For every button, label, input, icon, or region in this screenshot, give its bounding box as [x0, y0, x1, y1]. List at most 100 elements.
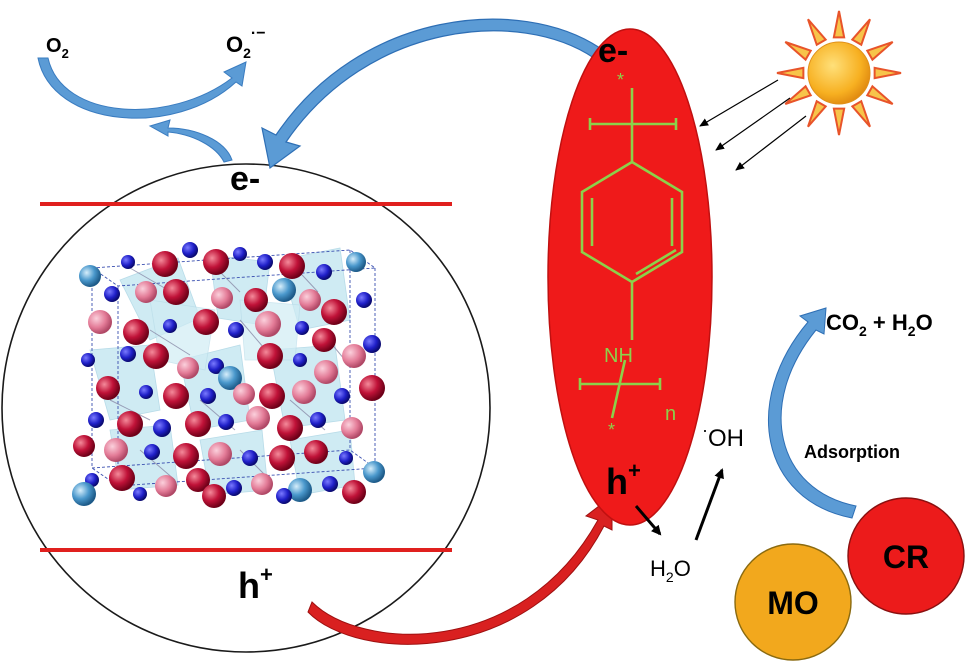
crystal-atom: [259, 383, 285, 409]
hole-label-sphere: h+: [238, 562, 273, 606]
crystal-atom: [312, 328, 336, 352]
sun-ray: [873, 66, 902, 80]
electron-transfer-arrow-small: [148, 119, 233, 163]
electron-label-sphere: e-: [230, 160, 260, 198]
nh-label: NH: [604, 345, 633, 367]
sun-ray: [865, 41, 894, 62]
star-top: *: [617, 70, 624, 90]
crystal-atom: [88, 310, 112, 334]
sun-ray: [832, 10, 846, 39]
crystal-atom: [202, 484, 226, 508]
polymer-ellipse: [547, 28, 713, 526]
crystal-atom: [346, 252, 366, 272]
crystal-atom: [155, 475, 177, 497]
crystal-atom: [120, 346, 136, 362]
crystal-structure: [72, 242, 385, 508]
crystal-atom: [203, 249, 229, 275]
crystal-atom: [233, 247, 247, 261]
cr-dye-circle: [847, 497, 965, 615]
crystal-atom: [228, 322, 244, 338]
sun-ray: [776, 66, 805, 80]
crystal-atom: [363, 335, 381, 353]
crystal-atom: [163, 319, 177, 333]
n-subscript: n: [665, 403, 676, 425]
crystal-atom: [295, 321, 309, 335]
crystal-atom: [104, 438, 128, 462]
crystal-atom: [88, 412, 104, 428]
crystal-atom: [341, 417, 363, 439]
sun-ray: [784, 84, 813, 105]
hole-transfer-arrow: [307, 494, 613, 645]
crystal-atom: [133, 487, 147, 501]
crystal-atom: [117, 411, 143, 437]
crystal-atom: [272, 278, 296, 302]
crystal-atom: [342, 344, 366, 368]
crystal-atom: [182, 242, 198, 258]
sun-ray: [807, 99, 828, 128]
crystal-atom: [293, 353, 307, 367]
crystal-atom: [334, 388, 350, 404]
crystal-atom: [208, 442, 232, 466]
crystal-atom: [242, 450, 258, 466]
crystal-atom: [163, 383, 189, 409]
sun-ray: [865, 84, 894, 105]
crystal-atom: [255, 311, 281, 337]
electron-transfer-arrow-large: [261, 18, 601, 170]
sun-ray: [850, 18, 871, 47]
crystal-atom: [246, 406, 270, 430]
crystal-atom: [356, 292, 372, 308]
crystal-atom: [322, 476, 338, 492]
crystal-atom: [359, 375, 385, 401]
crystal-atom: [269, 445, 295, 471]
crystal-atom: [226, 480, 242, 496]
sun-ray: [832, 107, 846, 136]
water-label: H2O: [650, 556, 691, 585]
crystal-atom: [123, 319, 149, 345]
crystal-atom: [152, 251, 178, 277]
crystal-atom: [277, 415, 303, 441]
crystal-atom: [153, 419, 171, 437]
crystal-atom: [163, 279, 189, 305]
crystal-atom: [144, 444, 160, 460]
superoxide-label: O2·−: [226, 25, 266, 61]
crystal-atom: [186, 468, 210, 492]
crystal-atom: [321, 299, 347, 325]
hole-label-polymer: h+: [606, 458, 641, 502]
crystal-atom: [81, 353, 95, 367]
light-rays: [699, 79, 807, 171]
crystal-atom: [363, 461, 385, 483]
crystal-atom: [244, 288, 268, 312]
water-to-hydroxyl-arrow: [694, 468, 724, 541]
sun-icon: [776, 10, 902, 136]
crystal-atom: [304, 440, 328, 464]
crystal-atom: [276, 488, 292, 504]
crystal-atom: [193, 309, 219, 335]
crystal-atom: [139, 385, 153, 399]
crystal-atom: [73, 435, 95, 457]
crystal-atom: [218, 414, 234, 430]
polyaniline-structure: [578, 88, 684, 419]
hydroxyl-label: ·OH: [702, 420, 744, 452]
crystal-atom: [342, 480, 366, 504]
crystal-atom: [211, 287, 233, 309]
degradation-arrow: [768, 307, 857, 519]
crystal-atom: [104, 286, 120, 302]
crystal-atom: [200, 388, 216, 404]
crystal-atom: [251, 473, 273, 495]
o2-label: O2: [46, 35, 69, 61]
crystal-atom: [339, 451, 353, 465]
crystal-atom: [121, 255, 135, 269]
crystal-atom: [292, 380, 316, 404]
crystal-atom: [288, 478, 312, 502]
crystal-atom: [177, 357, 199, 379]
sun-ray: [784, 41, 813, 62]
crystal-atom: [257, 254, 273, 270]
products-label: CO2 + H2O: [826, 310, 933, 339]
crystal-atom: [299, 289, 321, 311]
crystal-atom: [135, 281, 157, 303]
adsorption-label: Adsorption: [804, 442, 900, 462]
mo-dye-circle: [734, 543, 852, 661]
crystal-atom: [79, 265, 101, 287]
cr-dye-label: CR: [883, 539, 929, 575]
